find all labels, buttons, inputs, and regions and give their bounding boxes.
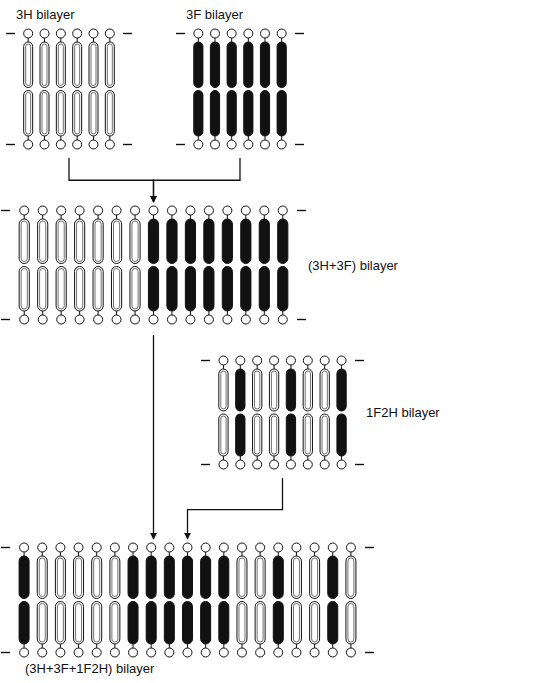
reaction-arrow <box>154 158 241 202</box>
bilayer-label: 3H bilayer <box>16 7 75 22</box>
bilayer-label: 1F2H bilayer <box>366 405 440 420</box>
bilayer-drawing <box>15 205 292 325</box>
bilayer-label: (3H+3F) bilayer <box>308 258 398 273</box>
bilayer-drawing <box>15 542 360 658</box>
bilayer-drawing <box>215 355 350 470</box>
reaction-arrow <box>188 478 283 539</box>
bilayer-drawing <box>20 28 118 150</box>
bilayer: 3F bilayer <box>190 28 290 150</box>
bilayer-label: 3F bilayer <box>186 7 243 22</box>
reaction-arrow <box>69 158 154 202</box>
bilayer: 1F2H bilayer <box>215 355 350 470</box>
reaction-arrow <box>153 335 154 539</box>
bilayer-label: (3H+3F+1F2H) bilayer <box>25 661 154 676</box>
bilayer: 3H bilayer <box>20 28 118 150</box>
bilayer-drawing <box>190 28 290 150</box>
bilayer: (3H+3F+1F2H) bilayer <box>15 542 360 658</box>
bilayer: (3H+3F) bilayer <box>15 205 292 325</box>
